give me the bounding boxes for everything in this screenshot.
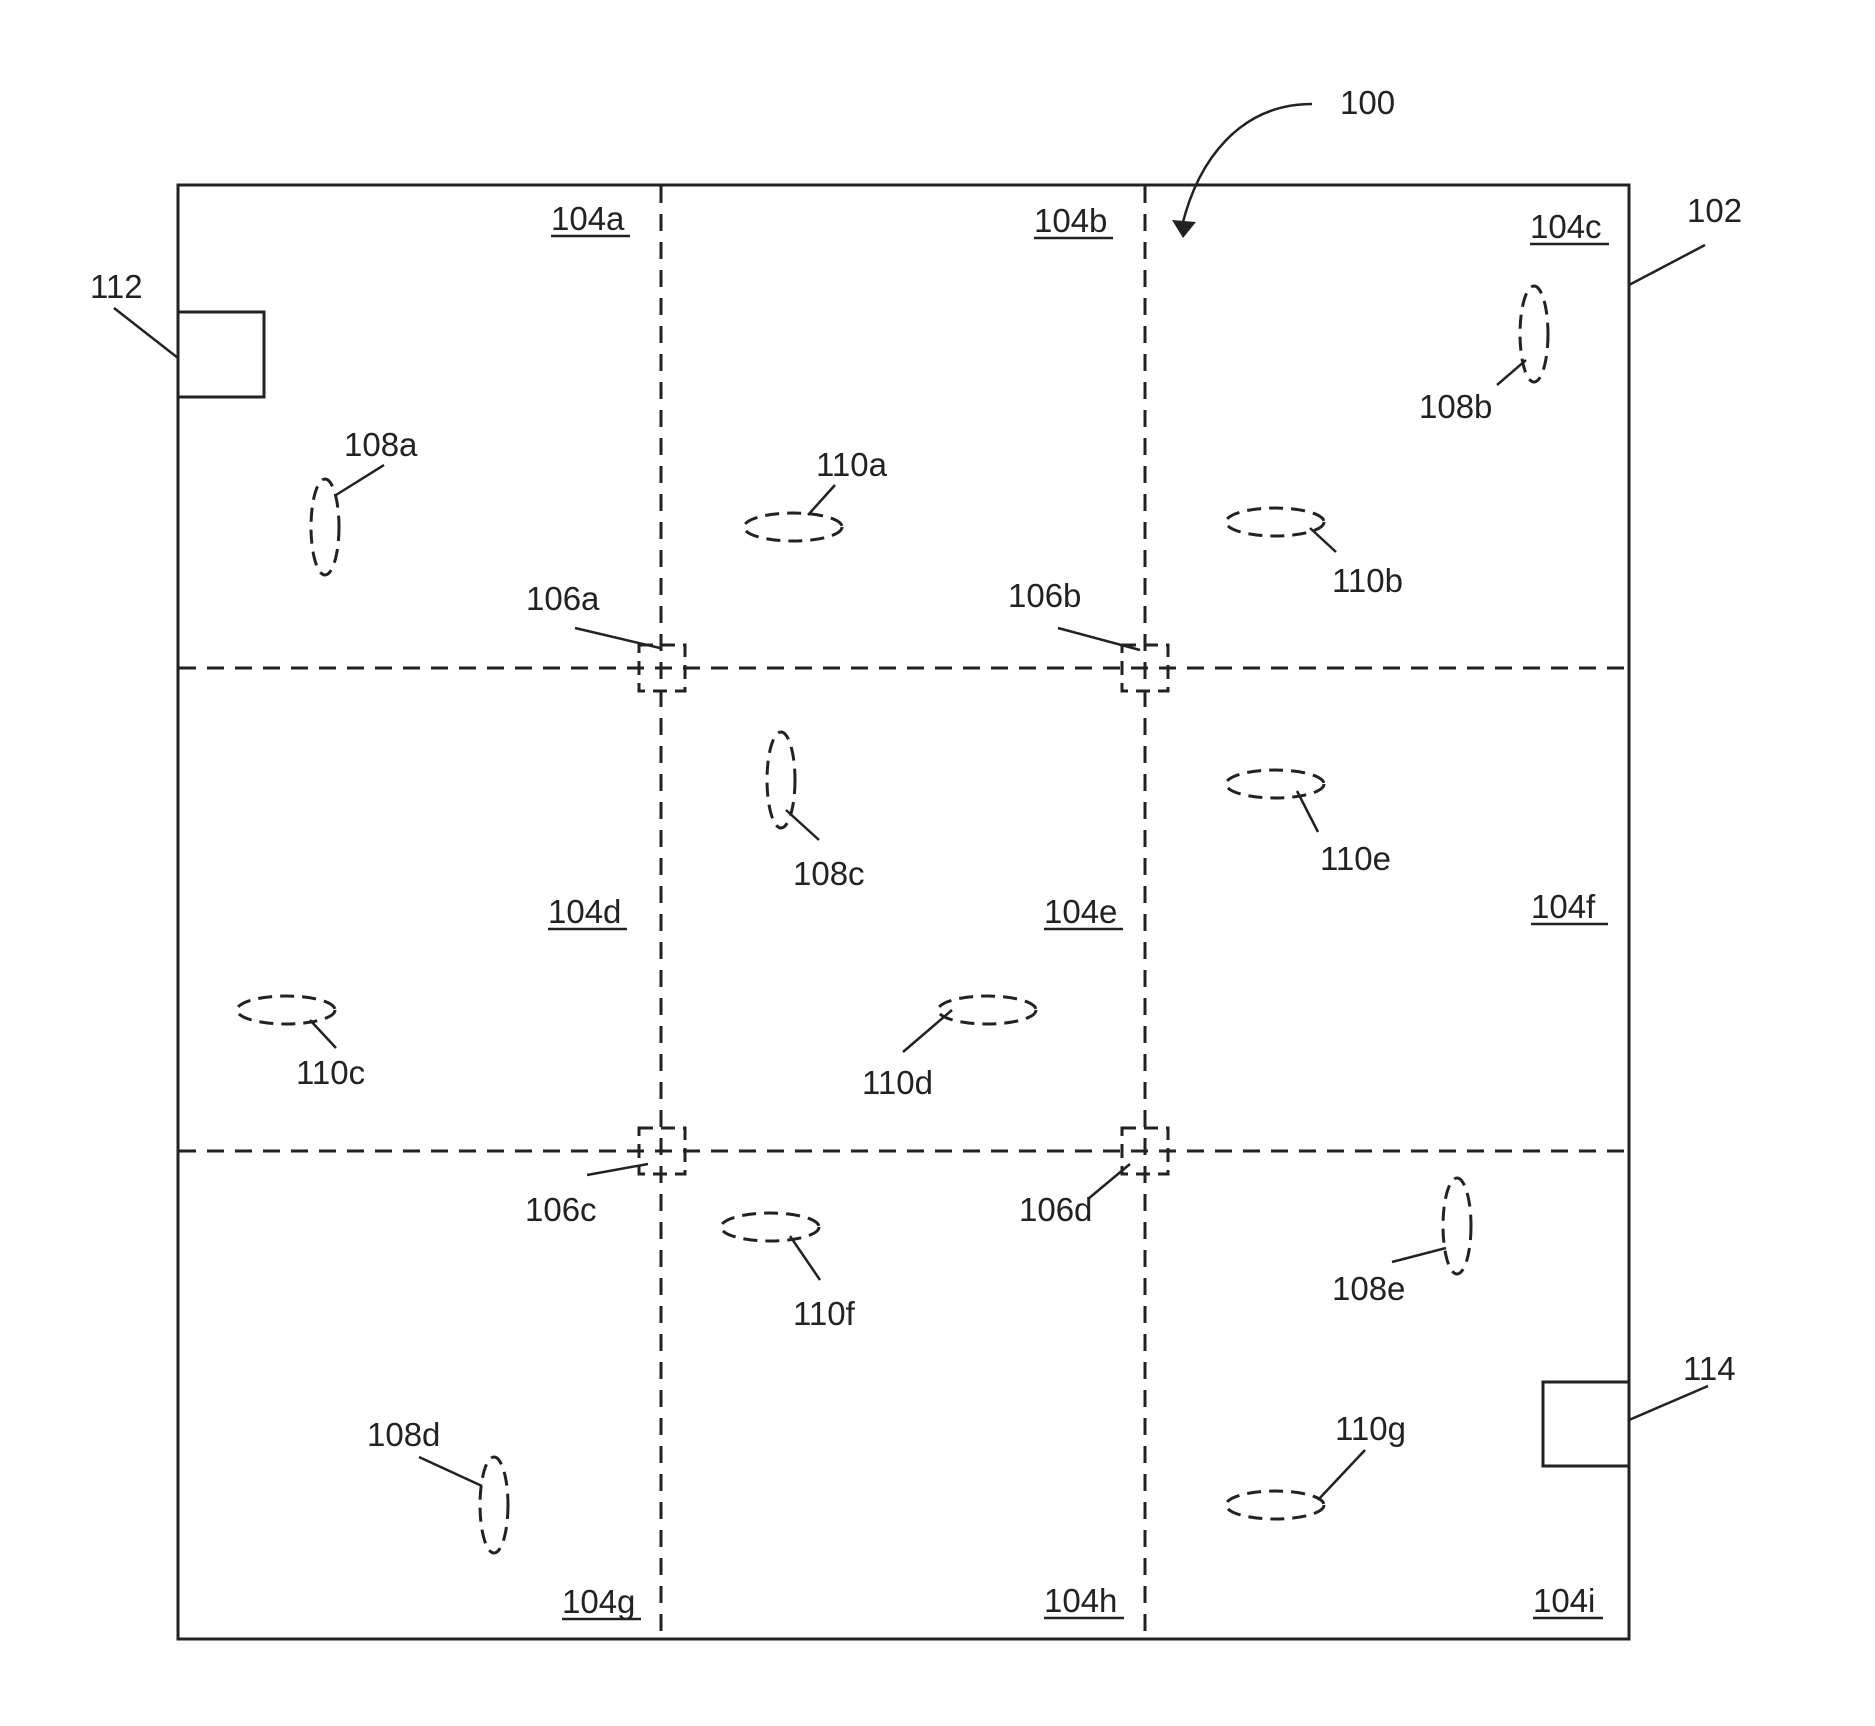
oval-110e: 110e [1226,770,1391,877]
oval-108b: 108b [1419,286,1548,425]
system-arrowhead-icon [1172,220,1196,238]
oval-108d: 108d [367,1416,508,1553]
oval-108e: 108e [1332,1178,1471,1307]
svg-text:104d: 104d [548,893,621,930]
zone-label-104c: 104c [1530,208,1609,245]
svg-text:106a: 106a [526,580,600,617]
system-arrow [1182,104,1312,226]
svg-text:106b: 106b [1008,577,1081,614]
svg-text:104h: 104h [1044,1582,1117,1619]
svg-text:108d: 108d [367,1416,440,1453]
oval-110a: 110a [744,446,888,541]
zone-label-104h: 104h [1044,1582,1124,1619]
oval-110g: 110g [1226,1410,1406,1519]
zone-label-104a: 104a [551,200,630,237]
svg-text:108e: 108e [1332,1270,1405,1307]
box-left [178,312,264,397]
svg-text:104c: 104c [1530,208,1602,245]
zone-label-104d: 104d [548,893,627,930]
svg-text:110f: 110f [793,1295,856,1332]
svg-text:108a: 108a [344,426,418,463]
svg-text:110g: 110g [1335,1410,1406,1447]
svg-text:104g: 104g [562,1583,635,1620]
oval-110b: 110b [1226,508,1403,599]
svg-text:110d: 110d [862,1064,933,1101]
leader-box-left [114,308,178,358]
svg-text:106d: 106d [1019,1191,1092,1228]
svg-text:104f: 104f [1531,888,1596,925]
svg-text:108c: 108c [793,855,865,892]
zone-label-104i: 104i [1533,1582,1603,1619]
oval-110d: 110d [862,996,1036,1101]
svg-text:110b: 110b [1332,562,1403,599]
svg-text:110c: 110c [296,1054,365,1091]
leader-enclosure [1629,245,1705,285]
leader-box-right [1629,1386,1708,1420]
svg-text:110a: 110a [816,446,888,483]
svg-text:108b: 108b [1419,388,1492,425]
zone-label-104b: 104b [1034,202,1113,239]
label-enclosure: 102 [1687,192,1742,229]
svg-text:106c: 106c [525,1191,597,1228]
zone-label-104f: 104f [1531,888,1608,925]
label-system: 100 [1340,84,1395,121]
oval-108a: 108a [311,426,418,575]
svg-text:104b: 104b [1034,202,1107,239]
svg-text:104e: 104e [1044,893,1117,930]
zone-label-104g: 104g [562,1583,641,1620]
label-box-left: 112 [90,268,143,305]
box-right [1543,1382,1629,1466]
oval-108c: 108c [767,732,865,892]
zone-label-104e: 104e [1044,893,1123,930]
svg-text:104a: 104a [551,200,625,237]
svg-text:104i: 104i [1533,1582,1595,1619]
oval-110c: 110c [237,996,365,1091]
oval-110f: 110f [721,1213,856,1332]
svg-text:110e: 110e [1320,840,1391,877]
label-box-right: 114 [1683,1350,1736,1387]
